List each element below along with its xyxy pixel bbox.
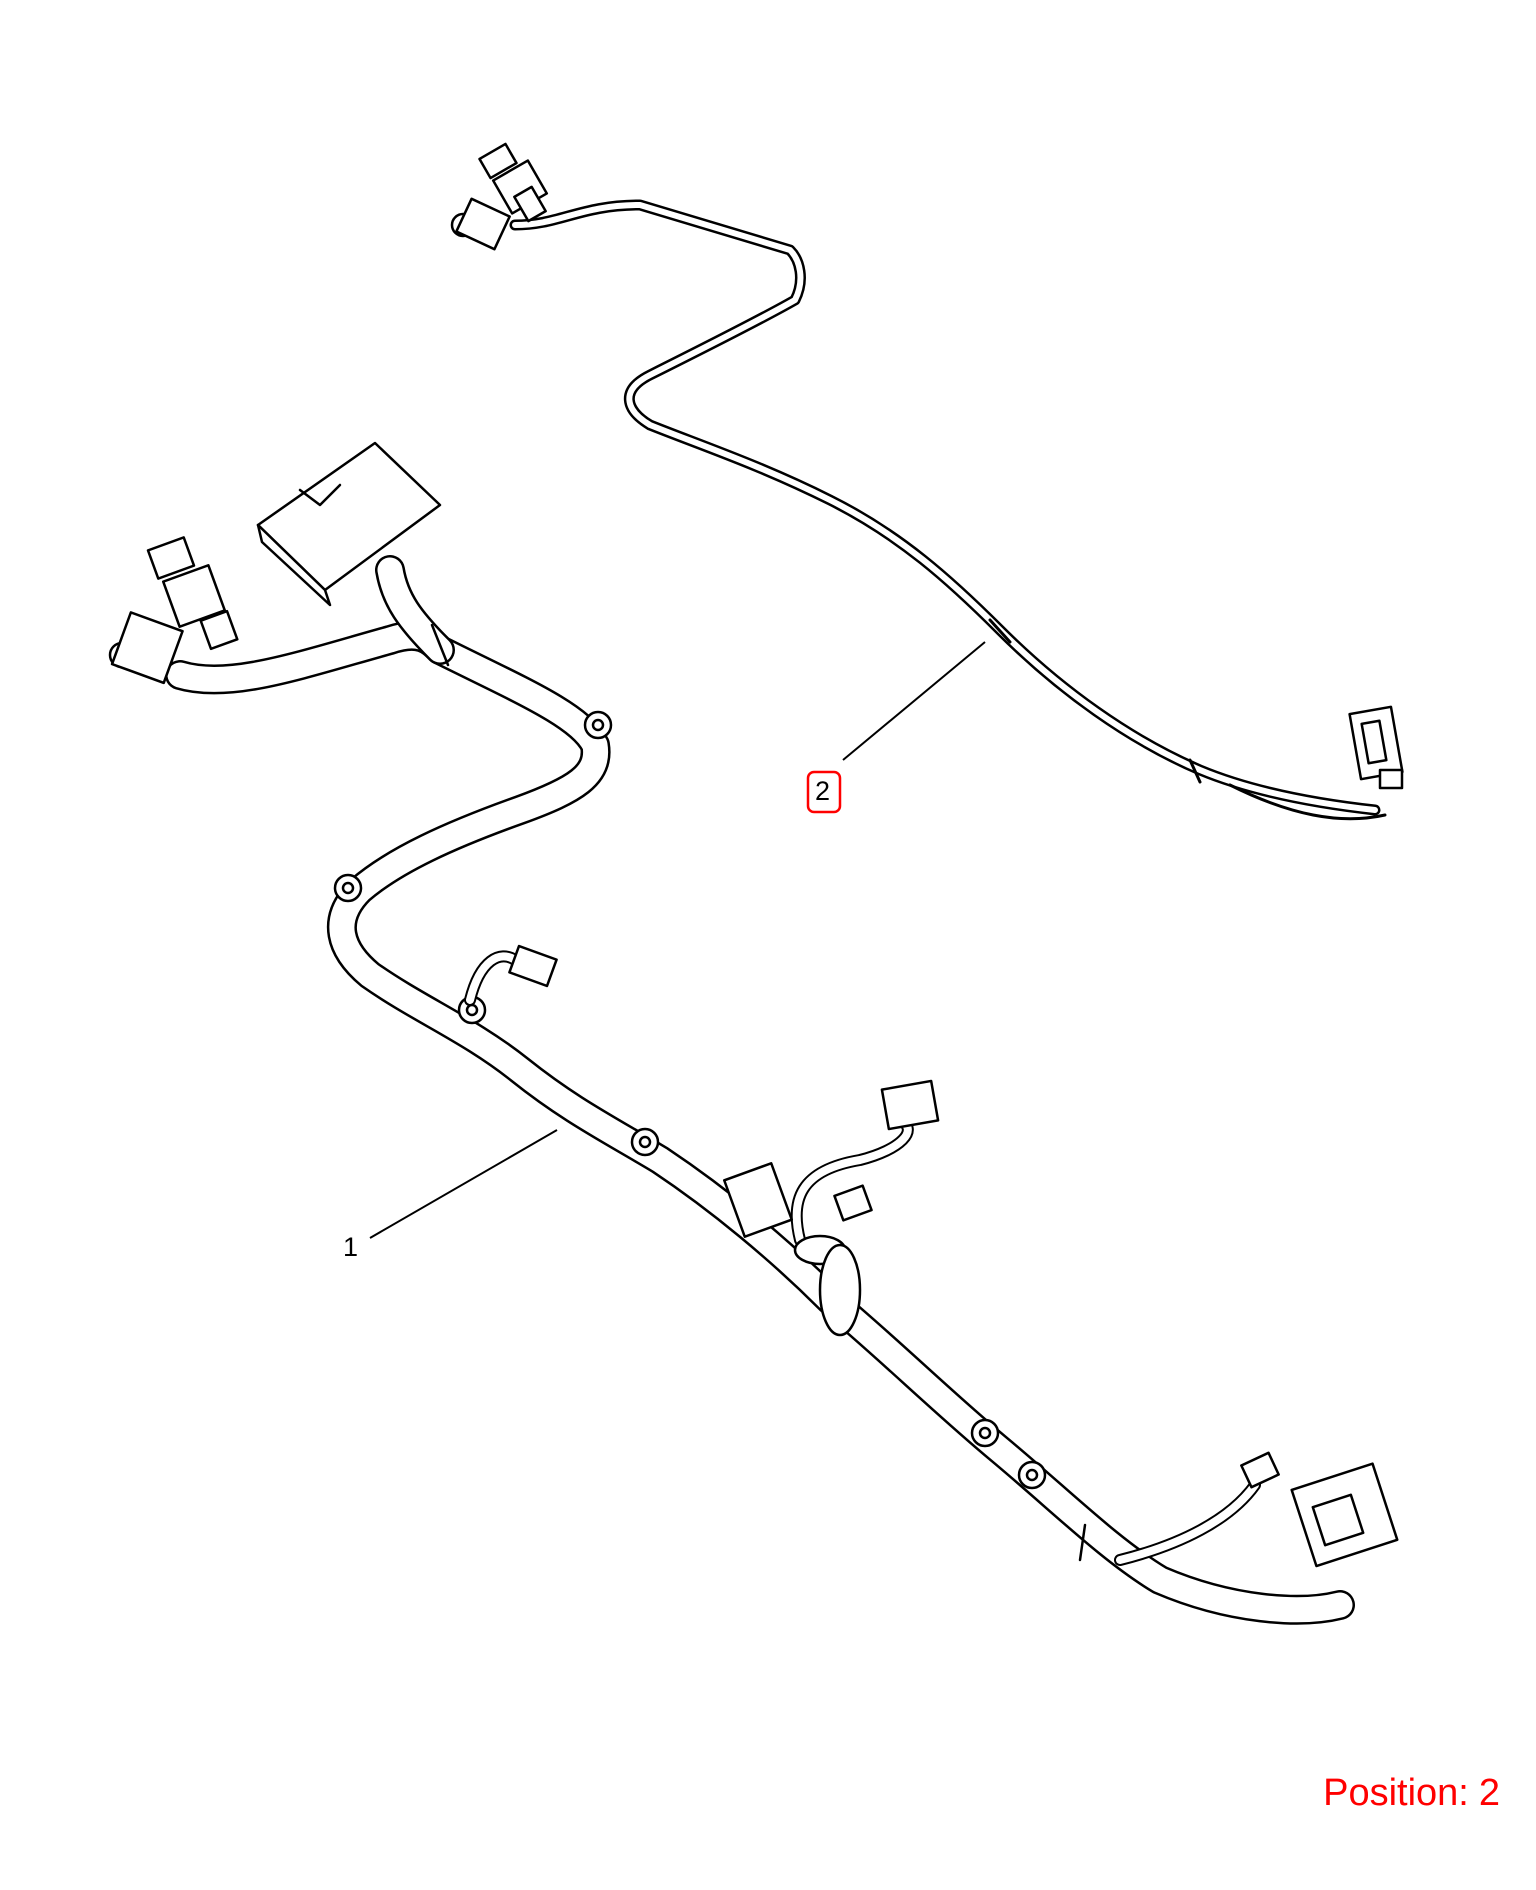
harness-1-pigtail-connector[interactable] [464,944,558,1006]
leader-line-1 [369,1129,558,1239]
harness-1-trunk [165,620,1355,1625]
harness-1-left-connector[interactable] [146,536,239,651]
harness-2-cable-fill [512,202,1378,813]
harness-1-end-connectors[interactable] [1114,1451,1399,1568]
stud [583,710,613,740]
harness-1-center-connectors[interactable] [722,1079,940,1337]
callout-1-label: 1 [343,1232,358,1262]
stud [630,1127,660,1157]
harness-2-round-plug[interactable] [450,197,511,251]
harness-2-branch [1228,783,1387,821]
callout-1: 1 [343,1129,558,1262]
harness-2-cable [509,199,1381,816]
position-label-value: 2 [1478,1772,1500,1814]
callout-2-highlight-box [806,770,842,814]
harness-2[interactable] [450,142,1404,821]
harness-2-end-connector[interactable] [1348,705,1404,790]
harness-1-band [1078,1523,1087,1562]
harness-1-branch-main-connector-fill [377,557,453,663]
harness-1-band [430,623,450,667]
callout-2[interactable]: 2 [806,641,986,814]
callout-2-label: 2 [815,776,830,806]
stud [970,1418,1000,1448]
stud [333,873,363,903]
harness-2-band [1188,758,1202,784]
harness-1-trunk-fill [167,623,1353,1623]
position-label: Position:2 [1323,1772,1500,1815]
harness-1[interactable] [108,441,1399,1625]
harness-1-mounting-studs [333,710,1047,1490]
leader-line-2 [842,641,986,761]
harness-1-round-plug[interactable] [108,611,184,685]
position-label-prefix: Position: [1323,1772,1469,1814]
stud [1017,1460,1047,1490]
harness-2-top-connector[interactable] [478,142,549,223]
harness-2-band [988,618,1012,644]
harness-1-main-connector[interactable] [256,441,442,607]
